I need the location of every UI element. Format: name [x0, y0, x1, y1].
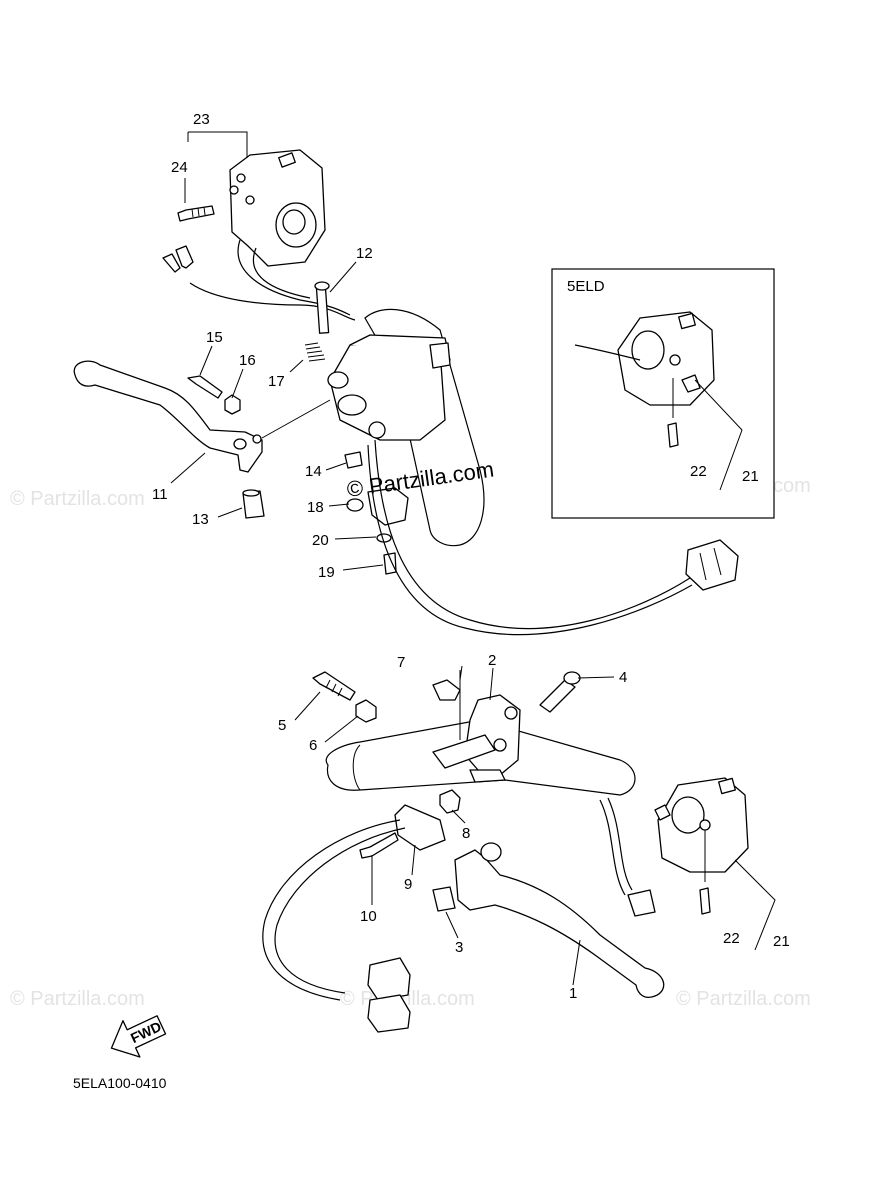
inset-switch-housing — [617, 311, 715, 406]
terminal-b — [175, 245, 194, 269]
leader-21-low — [734, 859, 776, 951]
upper-wire-a — [237, 239, 351, 316]
callout-16: 16 — [239, 352, 256, 369]
screw-22 — [699, 887, 711, 915]
lower-long-wire-b — [274, 827, 406, 994]
spring-17 — [304, 342, 326, 362]
inset-callout-22: 22 — [690, 463, 707, 480]
fwd-arrow: FWD — [110, 1015, 167, 1058]
leader-18 — [328, 503, 350, 507]
left-switch-housing — [229, 149, 326, 267]
leader-9 — [411, 844, 416, 876]
leader-1 — [572, 939, 581, 986]
diagram-code: 5ELA100-0410 — [73, 1075, 167, 1091]
leader-12 — [329, 261, 357, 293]
nut-8 — [439, 789, 461, 814]
callout-20: 20 — [312, 532, 329, 549]
nut-14 — [344, 451, 363, 469]
clutch-lever-holder — [327, 334, 451, 441]
screw-10 — [359, 832, 399, 859]
callout-15: 15 — [206, 329, 223, 346]
leader-11 — [170, 452, 206, 484]
brake-switch-9 — [394, 804, 446, 851]
upper-long-wire-b — [367, 444, 693, 636]
leader-20 — [334, 536, 377, 540]
leader-2 — [489, 667, 494, 701]
screw-24 — [177, 205, 215, 222]
lower-short-wire-b — [607, 797, 633, 891]
lower-double-connector — [367, 957, 411, 1033]
bolt-4 — [539, 671, 581, 713]
leader-17 — [289, 359, 304, 373]
callout-2: 2 — [488, 652, 496, 669]
bolt-7 — [432, 679, 461, 701]
watermark-left-mid: © Partzilla.com — [10, 488, 145, 510]
callout-14: 14 — [305, 463, 322, 480]
callout-10: 10 — [360, 908, 377, 925]
upper-wire-b — [252, 247, 311, 299]
callout-1: 1 — [569, 985, 577, 1002]
inset-screw-22 — [667, 422, 679, 448]
callout-18: 18 — [307, 499, 324, 516]
leader-16 — [231, 368, 244, 399]
lower-small-connector — [627, 889, 656, 917]
inset-wire — [574, 344, 641, 361]
leader-15 — [199, 345, 213, 376]
leader-13 — [217, 507, 243, 518]
nut-6 — [355, 699, 377, 723]
callout-17: 17 — [268, 373, 285, 390]
callout-9: 9 — [404, 876, 412, 893]
bolt-12 — [314, 281, 330, 334]
callout-6: 6 — [309, 737, 317, 754]
callout-11: 11 — [152, 486, 168, 503]
leader-4 — [577, 676, 615, 679]
clutch-switch-18 — [367, 487, 409, 526]
pivot-leader — [261, 399, 331, 439]
inset-leader-21 — [694, 379, 743, 491]
callout-19: 19 — [318, 564, 335, 581]
callout-4: 4 — [619, 669, 627, 686]
leader-14 — [325, 462, 347, 471]
bolt-15 — [187, 375, 223, 399]
nut-16 — [224, 394, 241, 415]
callout-21: 21 — [773, 933, 790, 950]
callout-12: 12 — [356, 245, 373, 262]
leader-8 — [451, 809, 466, 824]
clutch-lever-11 — [73, 360, 263, 473]
callout-24: 24 — [171, 159, 188, 176]
brake-lever-1 — [454, 842, 665, 999]
right-switch-housing — [654, 777, 749, 873]
lower-long-wire-a — [262, 819, 401, 1001]
watermark-left-bottom: © Partzilla.com — [10, 988, 145, 1010]
upper-long-wire-a — [374, 439, 691, 630]
inset-label: 5ELD — [567, 278, 605, 295]
leader-19 — [342, 564, 384, 571]
bolt-5 — [312, 671, 356, 701]
leader-3 — [445, 911, 459, 939]
terminal-a — [162, 253, 181, 273]
callout-8: 8 — [462, 825, 470, 842]
inset-callout-21: 21 — [742, 468, 759, 485]
callout-5: 5 — [278, 717, 286, 734]
upper-wire-c — [189, 282, 356, 321]
callout-22: 22 — [723, 930, 740, 947]
collar-3 — [432, 886, 456, 912]
callout-7: 7 — [397, 654, 405, 671]
screw-19 — [383, 552, 397, 575]
callout-23: 23 — [193, 111, 210, 128]
callout-13: 13 — [192, 511, 209, 528]
upper-connector — [685, 539, 739, 591]
holder-2 — [432, 694, 521, 783]
lower-handlebar-end — [352, 744, 361, 791]
leader-6 — [324, 715, 359, 743]
watermark-right-bottom: © Partzilla.com — [676, 988, 811, 1010]
bracket-23 — [187, 131, 248, 158]
lower-short-wire-a — [599, 799, 626, 896]
leader-5 — [294, 691, 321, 721]
leader-7 — [459, 665, 463, 681]
callout-3: 3 — [455, 939, 463, 956]
